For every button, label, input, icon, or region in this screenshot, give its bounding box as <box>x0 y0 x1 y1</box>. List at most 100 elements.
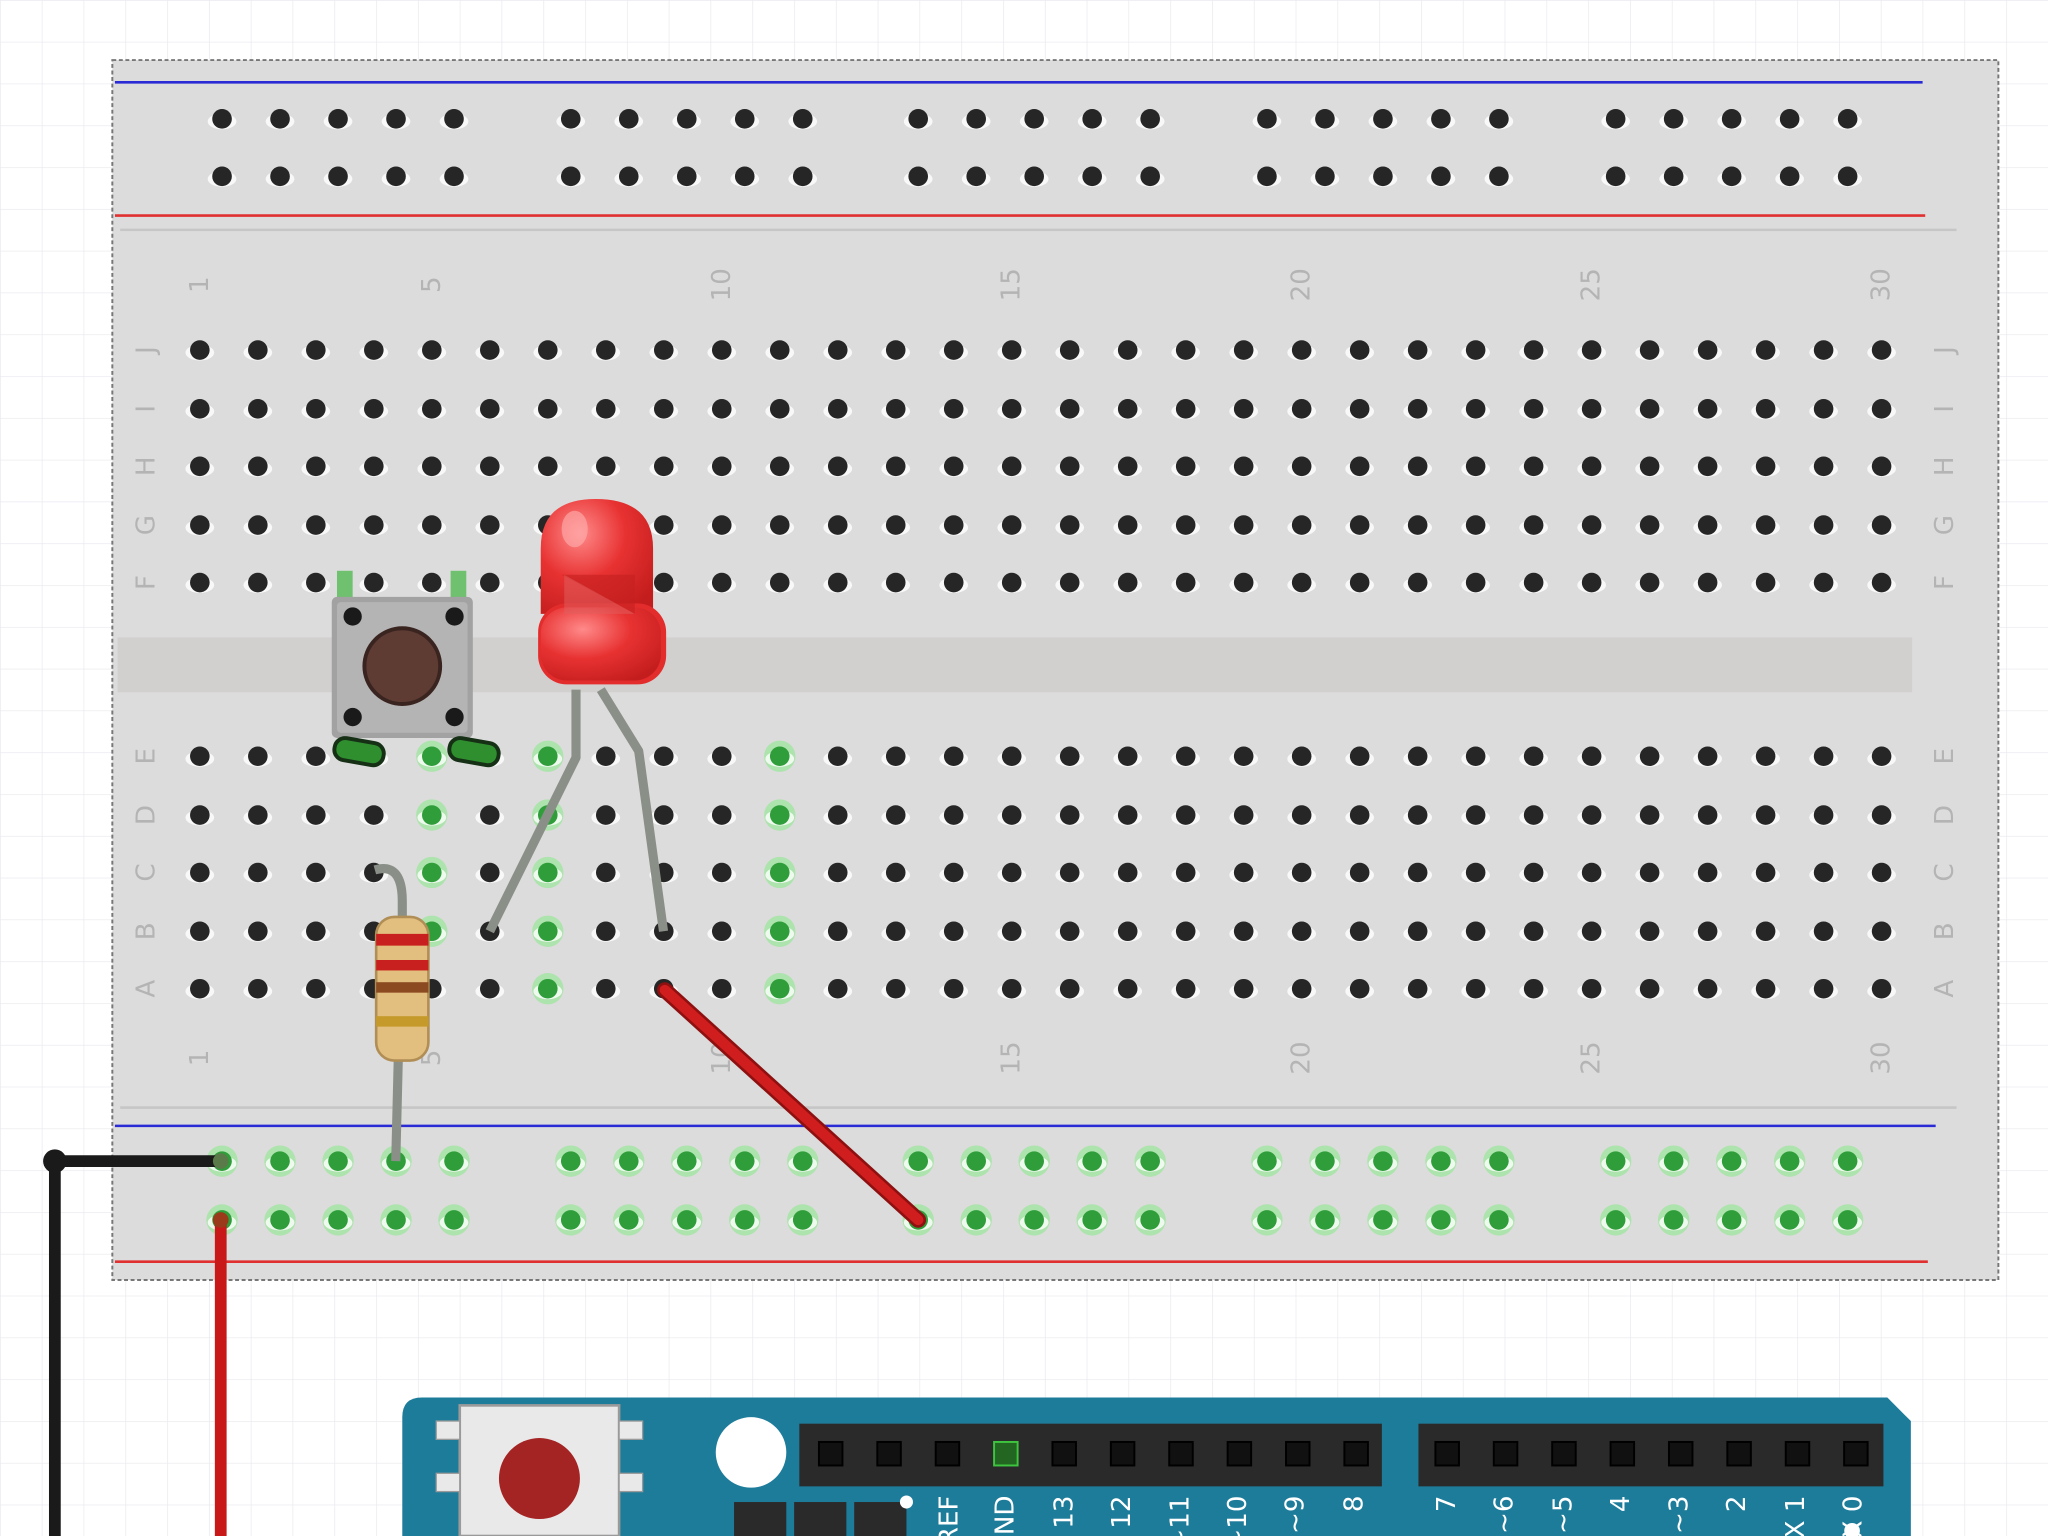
rail-hole[interactable] <box>270 166 290 187</box>
hole-G2[interactable] <box>248 515 268 535</box>
pushbutton-cap[interactable] <box>362 626 443 706</box>
hole-J22[interactable] <box>1407 340 1428 360</box>
hole-H15[interactable] <box>1001 456 1022 477</box>
hole-B28[interactable] <box>1755 921 1776 942</box>
hole-D12[interactable] <box>827 805 848 825</box>
rail-hole[interactable] <box>1489 166 1509 187</box>
hole-H16[interactable] <box>1059 456 1080 477</box>
header-pin[interactable] <box>1343 1440 1369 1467</box>
hole-A6[interactable] <box>480 978 500 999</box>
hole-E25[interactable] <box>1581 746 1602 767</box>
hole-B30[interactable] <box>1871 921 1892 942</box>
hole-D9[interactable] <box>653 805 674 825</box>
hole-F9[interactable] <box>653 572 674 593</box>
rail-hole[interactable] <box>1721 166 1742 187</box>
hole-B21[interactable] <box>1349 921 1370 942</box>
hole-D19[interactable] <box>1233 805 1254 825</box>
hole-H11[interactable] <box>769 456 790 477</box>
hole-F16[interactable] <box>1059 572 1080 593</box>
hole-H25[interactable] <box>1581 456 1602 477</box>
hole-F14[interactable] <box>943 572 964 593</box>
hole-I11[interactable] <box>769 399 790 419</box>
rail-hole[interactable] <box>444 1151 464 1171</box>
hole-J17[interactable] <box>1117 340 1138 360</box>
rail-hole[interactable] <box>676 166 697 187</box>
hole-A21[interactable] <box>1349 978 1370 999</box>
hole-F20[interactable] <box>1291 572 1312 593</box>
hole-J25[interactable] <box>1581 340 1602 360</box>
header-pin[interactable] <box>1784 1440 1811 1467</box>
rail-hole[interactable] <box>734 1151 755 1171</box>
rail-hole[interactable] <box>908 109 928 129</box>
hole-C1[interactable] <box>190 862 210 883</box>
hole-G5[interactable] <box>422 515 442 535</box>
rail-hole[interactable] <box>1779 109 1800 129</box>
wire-red-led[interactable] <box>659 984 924 1226</box>
hole-C25[interactable] <box>1581 862 1602 883</box>
rail-hole[interactable] <box>908 166 928 187</box>
hole-D5[interactable] <box>422 805 442 825</box>
rail-hole[interactable] <box>676 109 697 129</box>
hole-D18[interactable] <box>1175 805 1196 825</box>
rail-hole[interactable] <box>1082 166 1102 187</box>
hole-F21[interactable] <box>1349 572 1370 593</box>
rail-hole[interactable] <box>1024 1151 1044 1171</box>
header-pin[interactable] <box>1051 1440 1077 1467</box>
hole-B8[interactable] <box>595 921 616 942</box>
hole-C6[interactable] <box>480 862 500 883</box>
hole-A11[interactable] <box>769 978 790 999</box>
hole-F1[interactable] <box>190 572 210 593</box>
header-pin[interactable] <box>1667 1440 1694 1467</box>
hole-D28[interactable] <box>1755 805 1776 825</box>
hole-E3[interactable] <box>306 746 326 767</box>
hole-H9[interactable] <box>653 456 674 477</box>
hole-J28[interactable] <box>1755 340 1776 360</box>
pushbutton[interactable] <box>331 570 501 768</box>
hole-H12[interactable] <box>827 456 848 477</box>
header-pin[interactable] <box>993 1440 1019 1467</box>
rail-hole[interactable] <box>328 109 348 129</box>
hole-F24[interactable] <box>1523 572 1544 593</box>
hole-I1[interactable] <box>190 399 210 419</box>
hole-D13[interactable] <box>885 805 906 825</box>
hole-H23[interactable] <box>1465 456 1486 477</box>
hole-E28[interactable] <box>1755 746 1776 767</box>
hole-I3[interactable] <box>306 399 326 419</box>
rail-hole[interactable] <box>444 109 464 129</box>
rail-hole[interactable] <box>560 109 581 129</box>
hole-B10[interactable] <box>711 921 732 942</box>
hole-J30[interactable] <box>1871 340 1892 360</box>
hole-D30[interactable] <box>1871 805 1892 825</box>
hole-E22[interactable] <box>1407 746 1428 767</box>
hole-E14[interactable] <box>943 746 964 767</box>
hole-I7[interactable] <box>537 399 558 419</box>
hole-A10[interactable] <box>711 978 732 999</box>
rail-hole[interactable] <box>676 1151 697 1171</box>
rail-hole[interactable] <box>1140 1210 1160 1230</box>
rail-hole[interactable] <box>1373 1210 1393 1230</box>
hole-F10[interactable] <box>711 572 732 593</box>
hole-G14[interactable] <box>943 515 964 535</box>
hole-I17[interactable] <box>1117 399 1138 419</box>
hole-D21[interactable] <box>1349 805 1370 825</box>
header-pin[interactable] <box>1226 1440 1253 1467</box>
header-pin[interactable] <box>1843 1440 1869 1467</box>
hole-J1[interactable] <box>190 340 210 360</box>
hole-I23[interactable] <box>1465 399 1486 419</box>
hole-F6[interactable] <box>480 572 500 593</box>
hole-C20[interactable] <box>1291 862 1312 883</box>
hole-H5[interactable] <box>422 456 442 477</box>
hole-B20[interactable] <box>1291 921 1312 942</box>
hole-A17[interactable] <box>1117 978 1138 999</box>
hole-D14[interactable] <box>943 805 964 825</box>
rail-hole[interactable] <box>1605 166 1626 187</box>
hole-D8[interactable] <box>595 805 616 825</box>
rail-hole[interactable] <box>1082 1151 1102 1171</box>
hole-F17[interactable] <box>1117 572 1138 593</box>
rail-hole[interactable] <box>212 166 232 187</box>
hole-B17[interactable] <box>1117 921 1138 942</box>
rail-hole[interactable] <box>966 166 986 187</box>
rail-hole[interactable] <box>1663 166 1684 187</box>
rail-hole[interactable] <box>618 1210 639 1230</box>
hole-G3[interactable] <box>306 515 326 535</box>
